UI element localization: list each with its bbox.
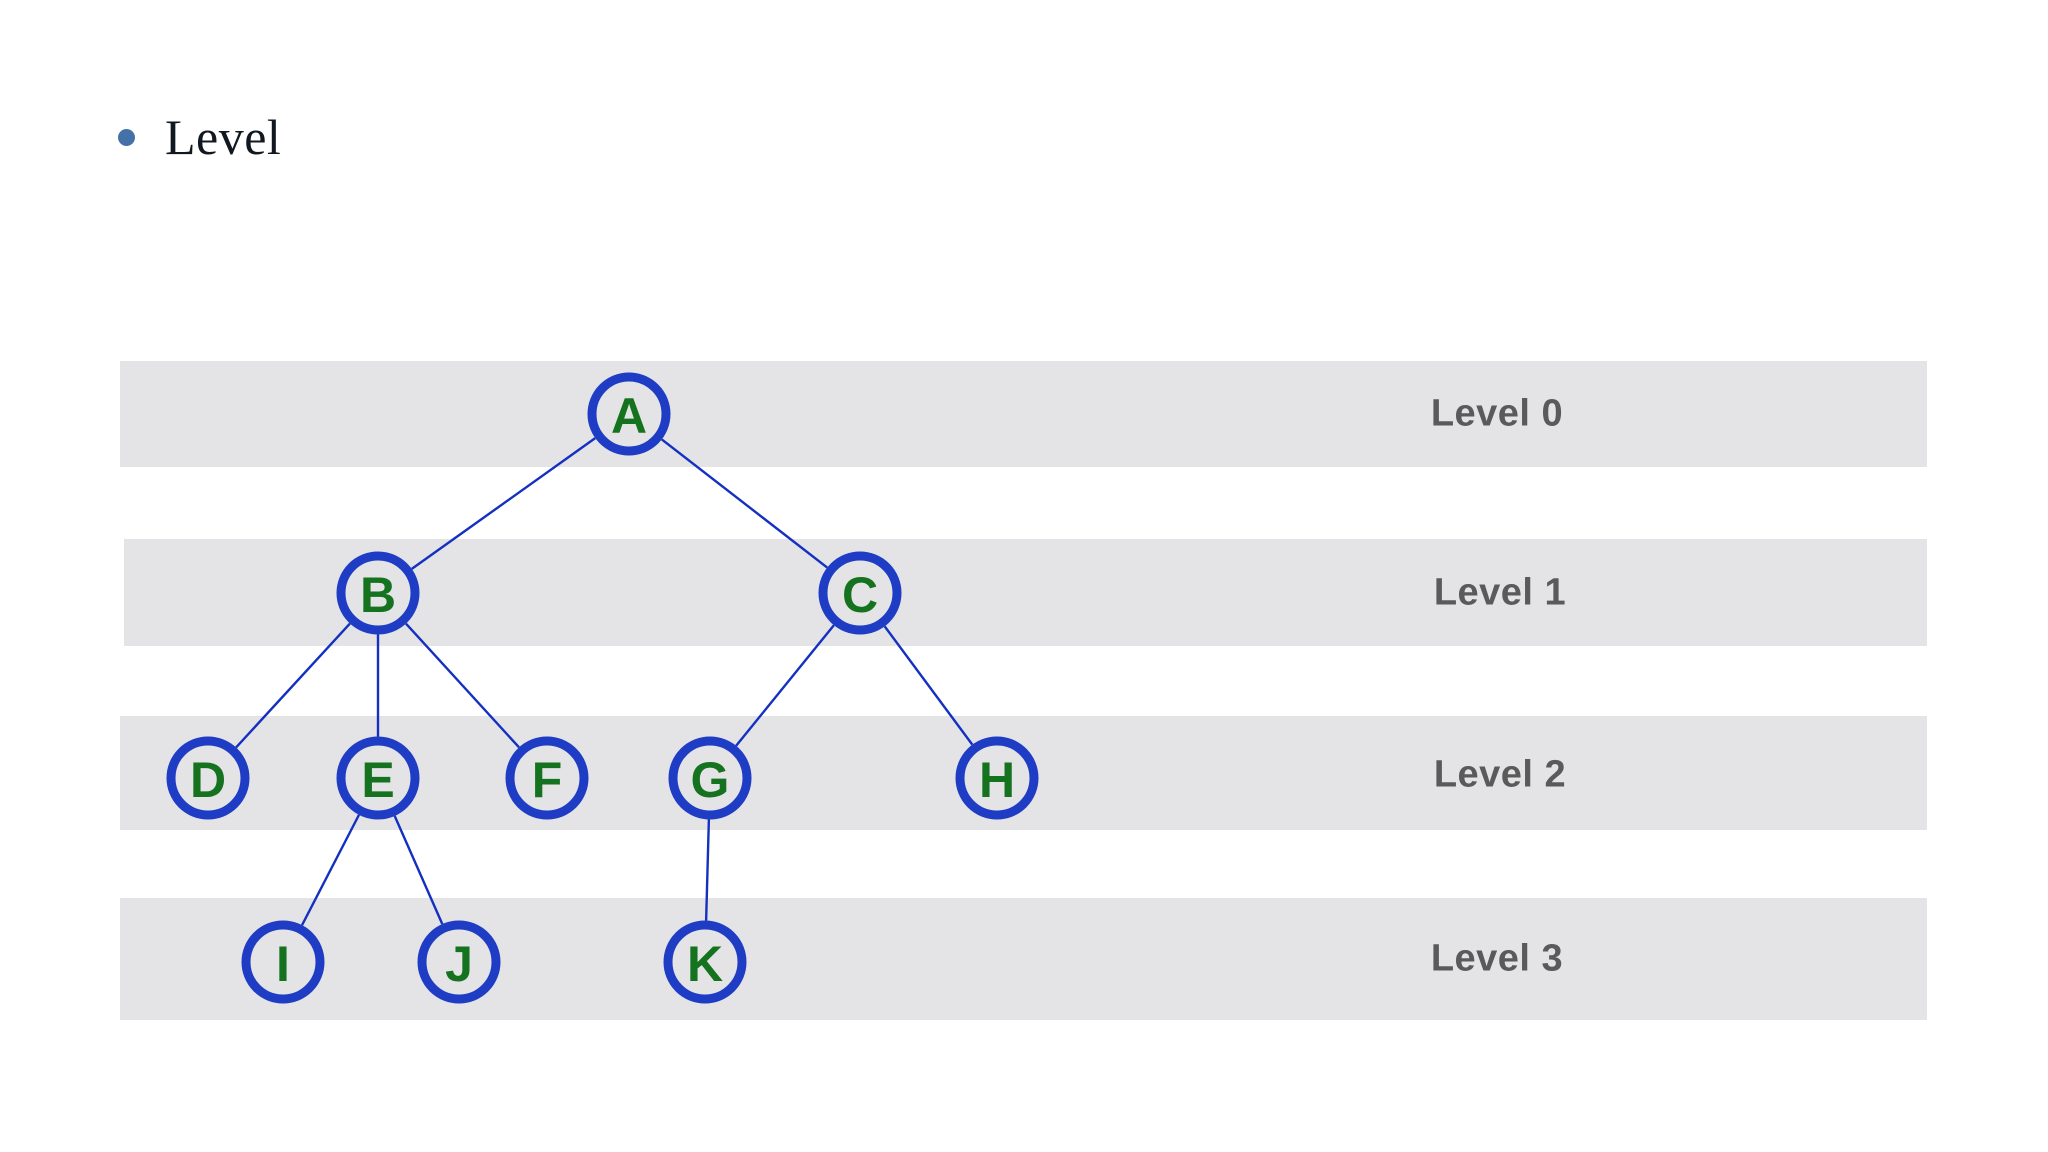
- tree-edge: [393, 815, 444, 925]
- tree-edge: [405, 622, 520, 749]
- node-label: E: [361, 752, 394, 808]
- node-label: I: [276, 936, 290, 992]
- node-label: K: [687, 936, 723, 992]
- node-circle-icon: [818, 551, 902, 635]
- node-circle-icon: [587, 372, 671, 456]
- node-circle-icon: [166, 736, 250, 820]
- level-label: Level 3: [1430, 937, 1564, 980]
- tree-node-h[interactable]: H: [955, 736, 1039, 820]
- tree-node-c[interactable]: C: [818, 551, 902, 635]
- level-label: Level 0: [1430, 392, 1564, 435]
- tree-edge: [704, 819, 711, 921]
- tree-node-b[interactable]: B: [336, 551, 420, 635]
- node-label: H: [979, 752, 1015, 808]
- tree-edge: [411, 437, 596, 570]
- node-label: F: [532, 752, 563, 808]
- node-circle-icon: [336, 736, 420, 820]
- node-label: C: [842, 567, 878, 623]
- node-label: A: [611, 388, 647, 444]
- tree-nodes-layer: A B C D E F G H I J K: [166, 372, 1039, 1004]
- tree-edge: [735, 624, 835, 747]
- level-band: [120, 361, 1927, 467]
- node-circle-icon: [505, 736, 589, 820]
- tree-edges-layer: [235, 437, 974, 926]
- tree-node-f[interactable]: F: [505, 736, 589, 820]
- node-circle-icon: [668, 736, 752, 820]
- node-circle-icon: [417, 920, 501, 1004]
- level-band: [124, 539, 1927, 646]
- tree-node-g[interactable]: G: [668, 736, 752, 820]
- tree-node-d[interactable]: D: [166, 736, 250, 820]
- node-circle-icon: [663, 920, 747, 1004]
- node-circle-icon: [955, 736, 1039, 820]
- tree-node-k[interactable]: K: [663, 920, 747, 1004]
- tree-node-a[interactable]: A: [587, 372, 671, 456]
- node-circle-icon: [241, 920, 325, 1004]
- node-circle-icon: [336, 551, 420, 635]
- page-title: Level: [118, 112, 281, 162]
- node-label: G: [691, 752, 730, 808]
- tree-edge: [300, 814, 361, 926]
- node-label: D: [190, 752, 226, 808]
- tree-node-j[interactable]: J: [417, 920, 501, 1004]
- level-label: Level 1: [1433, 571, 1567, 614]
- tree-node-e[interactable]: E: [336, 736, 420, 820]
- bullet-dot-icon: [118, 128, 135, 146]
- node-label: B: [360, 567, 396, 623]
- tree-edge: [661, 438, 828, 569]
- level-band: [120, 716, 1927, 830]
- tree-node-i[interactable]: I: [241, 920, 325, 1004]
- tree-edge: [235, 622, 351, 749]
- level-label: Level 2: [1433, 753, 1567, 796]
- node-label: J: [445, 936, 473, 992]
- tree-edge: [883, 625, 974, 746]
- page-title-label: Level: [165, 109, 282, 165]
